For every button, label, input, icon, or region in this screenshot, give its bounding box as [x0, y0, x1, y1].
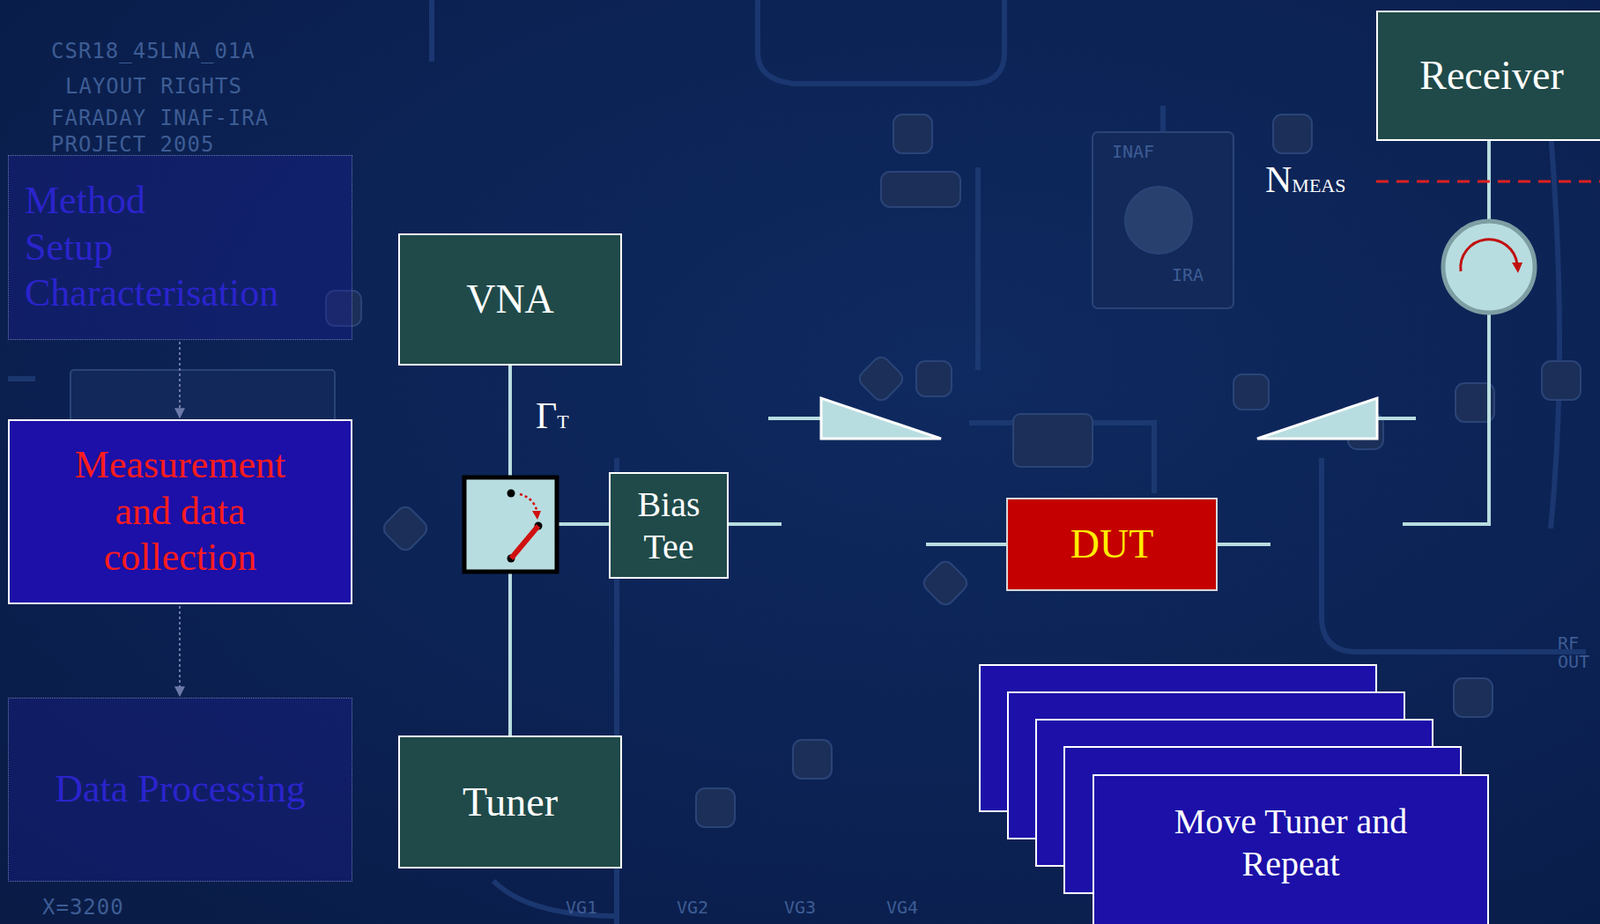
- node-text: VNA: [466, 274, 555, 324]
- step-box: Data Processing: [7, 697, 353, 882]
- instrument-box: Bias Tee: [608, 472, 729, 579]
- node-text: Setup: [24, 224, 113, 272]
- watermark-text: IRA: [1171, 264, 1204, 286]
- watermark-text: VG4: [886, 896, 919, 919]
- probe-symbol: [821, 398, 1378, 439]
- step-box: MethodSetupCharacterisation: [7, 155, 353, 341]
- switch-symbol: [464, 477, 557, 572]
- noise-reference-line: [1376, 180, 1600, 184]
- circulator-symbol: [1443, 221, 1535, 313]
- watermark-text: LAYOUT RIGHTS: [65, 74, 243, 99]
- step-box-active: Measurement and data collection: [7, 419, 353, 605]
- instrument-box: VNA: [398, 233, 623, 366]
- node-text: Move Tuner and Repeat: [1171, 800, 1410, 886]
- watermark-text: X=3200: [42, 895, 125, 920]
- watermark-text: FARADAY INAF-IRA: [51, 105, 269, 131]
- instrument-box: Tuner: [398, 735, 623, 869]
- watermark-text: VG1: [565, 896, 598, 919]
- node-text: Data Processing: [54, 766, 306, 814]
- watermark-text: CSR18_45LNA_01A: [51, 38, 256, 64]
- node-text: Tuner: [462, 777, 558, 827]
- dut-box: DUT: [1006, 497, 1218, 592]
- node-text: Bias Tee: [620, 483, 718, 569]
- flow-arrow: [178, 341, 181, 418]
- watermark-text: VG3: [784, 896, 816, 919]
- node-text: DUT: [1070, 519, 1155, 569]
- node-text: Receiver: [1419, 51, 1563, 100]
- watermark-text: VG2: [676, 896, 709, 919]
- watermark-text: PROJECT 2005: [51, 132, 215, 157]
- rf-wires: [510, 140, 1489, 736]
- reflection-symbol: ΓT: [535, 394, 570, 438]
- node-text: Measurement and data collection: [48, 442, 313, 582]
- instrument-box: Receiver: [1376, 10, 1600, 141]
- signal-name: NMEAS: [1265, 158, 1346, 201]
- flow-arrow: [178, 606, 181, 697]
- watermark-text: RF OUT: [1557, 634, 1593, 672]
- node-text: Characterisation: [24, 270, 279, 318]
- repeat-card: Move Tuner and Repeat: [1092, 774, 1489, 924]
- node-text: Method: [24, 177, 146, 225]
- watermark-text: INAF: [1111, 140, 1155, 163]
